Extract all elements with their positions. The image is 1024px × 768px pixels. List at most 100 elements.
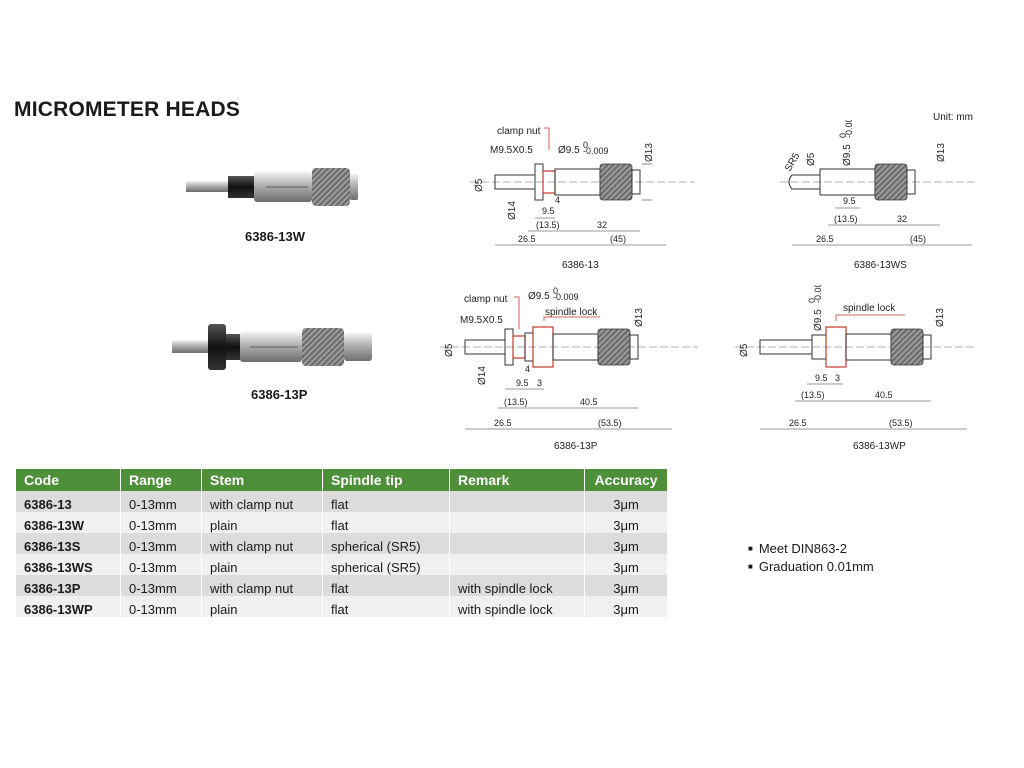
dimension-45: (45) — [910, 234, 926, 244]
dimension-26-5: 26.5 — [494, 418, 512, 428]
drawing-caption: 6386-13WP — [853, 441, 906, 452]
dimension-9-5: 9.5 — [542, 206, 555, 216]
tolerance-lower: -0.009 — [583, 146, 609, 156]
tolerance-upper: 0 — [838, 133, 848, 138]
photo-caption-6386-13w: 6386-13W — [245, 229, 305, 244]
tolerance-upper: 0 — [553, 286, 558, 296]
cell-remark — [449, 533, 585, 554]
page-title: MICROMETER HEADS — [14, 98, 241, 121]
dimension-13-5: (13.5) — [834, 214, 858, 224]
cell-remark — [449, 512, 585, 533]
diameter-5-label: Ø5 — [739, 343, 750, 357]
cell-stem: plain — [201, 512, 323, 533]
drawing-caption: 6386-13P — [554, 441, 598, 452]
dimension-45: (45) — [610, 234, 626, 244]
cell-code: 6386-13 — [16, 491, 121, 512]
sleeve-diameter-label: Ø9.5 — [813, 309, 824, 331]
cell-spindle-tip: spherical (SR5) — [322, 554, 450, 575]
drawing-6386-13ws: SR5 Ø5 Ø9.5 0 -0.009 Ø13 9.5 (13.5) 32 2… — [780, 120, 975, 271]
dimension-26-5: 26.5 — [789, 418, 807, 428]
table-header-row: Code Range Stem Spindle tip Remark Accur… — [16, 469, 668, 491]
diameter-5-label: Ø5 — [474, 178, 485, 192]
dimension-40-5: 40.5 — [875, 390, 893, 400]
clamp-nut-label: clamp nut — [464, 294, 508, 305]
spec-table: Code Range Stem Spindle tip Remark Accur… — [16, 469, 668, 617]
diameter-13-label: Ø13 — [936, 143, 947, 162]
column-header-accuracy: Accuracy — [584, 469, 668, 491]
cell-code: 6386-13S — [16, 533, 121, 554]
dimension-32: 32 — [597, 220, 607, 230]
diameter-13-label: Ø13 — [935, 308, 946, 327]
cell-range: 0-13mm — [120, 512, 202, 533]
dimension-40-5: 40.5 — [580, 397, 598, 407]
dimension-13-5: (13.5) — [504, 397, 528, 407]
dimension-9-5: 9.5 — [516, 378, 529, 388]
cell-spindle-tip: flat — [322, 491, 450, 512]
cell-stem: plain — [201, 596, 323, 617]
diameter-14-label: Ø14 — [477, 366, 488, 385]
dimension-53-5: (53.5) — [598, 418, 622, 428]
cell-accuracy: 3μm — [584, 533, 668, 554]
diameter-5-label: Ø5 — [444, 343, 455, 357]
column-header-remark: Remark — [449, 469, 585, 491]
cell-stem: plain — [201, 554, 323, 575]
dimension-4: 4 — [555, 195, 560, 205]
cell-remark: with spindle lock — [449, 596, 585, 617]
cell-remark — [449, 554, 585, 575]
cell-spindle-tip: flat — [322, 575, 450, 596]
cell-range: 0-13mm — [120, 554, 202, 575]
table-row: 6386-13W 0-13mm plain flat 3μm — [16, 512, 668, 533]
cell-range: 0-13mm — [120, 491, 202, 512]
tolerance-lower: -0.009 — [813, 285, 823, 303]
tolerance-lower: -0.009 — [553, 292, 579, 302]
table-row: 6386-13 0-13mm with clamp nut flat 3μm — [16, 491, 668, 512]
feature-notes: Meet DIN863-2 Graduation 0.01mm — [748, 540, 874, 576]
dimension-3: 3 — [537, 378, 542, 388]
product-photo-6386-13w — [186, 168, 358, 206]
diameter-14-label: Ø14 — [507, 201, 518, 220]
cell-range: 0-13mm — [120, 596, 202, 617]
cell-remark — [449, 491, 585, 512]
sleeve-diameter-label: Ø9.5 — [558, 145, 580, 156]
cell-accuracy: 3μm — [584, 575, 668, 596]
cell-code: 6386-13WS — [16, 554, 121, 575]
column-header-code: Code — [16, 469, 121, 491]
drawing-caption: 6386-13WS — [854, 260, 907, 271]
cell-remark: with spindle lock — [449, 575, 585, 596]
table-row: 6386-13S 0-13mm with clamp nut spherical… — [16, 533, 668, 554]
drawing-6386-13wp: Ø9.5 0 -0.009 spindle lock Ø13 Ø5 9.5 3 … — [735, 285, 975, 452]
cell-stem: with clamp nut — [201, 533, 323, 554]
cell-accuracy: 3μm — [584, 596, 668, 617]
clamp-nut-label: clamp nut — [497, 126, 541, 137]
table-row: 6386-13P 0-13mm with clamp nut flat with… — [16, 575, 668, 596]
unit-label: Unit: mm — [933, 112, 973, 123]
thread-label: M9.5X0.5 — [490, 145, 533, 156]
table-row: 6386-13WP 0-13mm plain flat with spindle… — [16, 596, 668, 617]
drawing-6386-13p: clamp nut M9.5X0.5 Ø9.5 0 -0.009 spindle… — [440, 286, 698, 452]
dimension-13-5: (13.5) — [536, 220, 560, 230]
diameter-13-label: Ø13 — [634, 308, 645, 327]
sleeve-diameter-label: Ø9.5 — [842, 144, 853, 166]
diameter-13-label: Ø13 — [644, 143, 655, 162]
cell-accuracy: 3μm — [584, 491, 668, 512]
drawing-6386-13: clamp nut M9.5X0.5 Ø9.5 0 -0.009 Ø13 Ø5 … — [470, 126, 695, 271]
note-item: Meet DIN863-2 — [748, 540, 874, 558]
cell-accuracy: 3μm — [584, 554, 668, 575]
cell-stem: with clamp nut — [201, 575, 323, 596]
thread-label: M9.5X0.5 — [460, 315, 503, 326]
sr5-label: SR5 — [783, 151, 802, 174]
sleeve-diameter-label: Ø9.5 — [528, 291, 550, 302]
cell-code: 6386-13WP — [16, 596, 121, 617]
dimension-26-5: 26.5 — [518, 234, 536, 244]
dimension-32: 32 — [897, 214, 907, 224]
tolerance-lower: -0.009 — [844, 120, 854, 138]
cell-code: 6386-13W — [16, 512, 121, 533]
cell-code: 6386-13P — [16, 575, 121, 596]
tolerance-upper: 0 — [583, 140, 588, 150]
cell-spindle-tip: flat — [322, 596, 450, 617]
cell-stem: with clamp nut — [201, 491, 323, 512]
dimension-9-5: 9.5 — [843, 196, 856, 206]
spindle-lock-label: spindle lock — [843, 303, 896, 314]
dimension-26-5: 26.5 — [816, 234, 834, 244]
photo-caption-6386-13p: 6386-13P — [251, 387, 308, 402]
